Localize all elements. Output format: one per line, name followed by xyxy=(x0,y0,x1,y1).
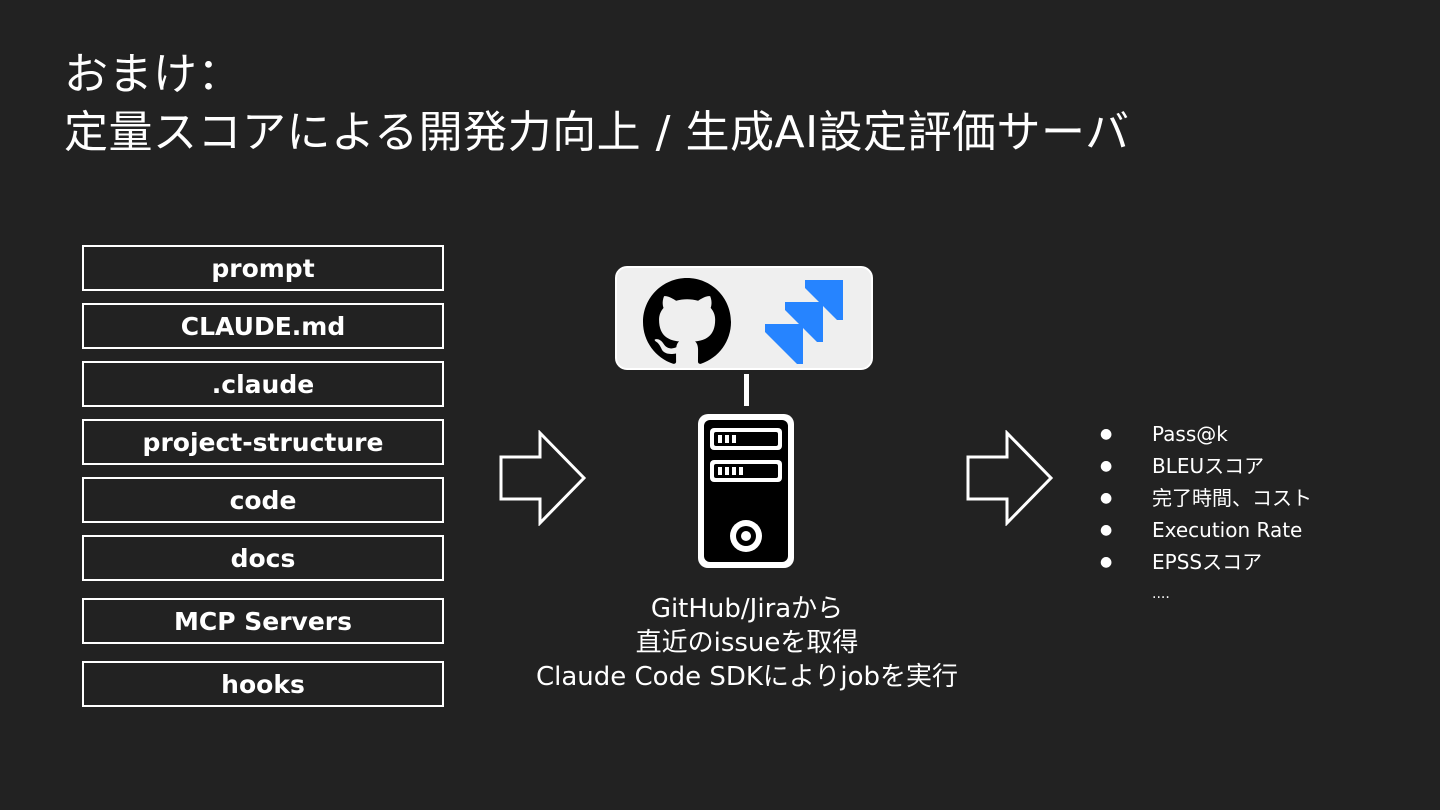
bullet-icon: ● xyxy=(1100,426,1113,442)
metric-label: BLEUスコア xyxy=(1152,454,1265,478)
metric-label: Pass@k xyxy=(1152,422,1228,446)
tools-panel xyxy=(615,266,873,370)
slide-title: おまけ： 定量スコアによる開発力向上 / 生成AI設定評価サーバ xyxy=(64,46,1130,162)
metric-label: EPSSスコア xyxy=(1152,550,1263,574)
server-caption: GitHub/Jiraから 直近のissueを取得 Claude Code SD… xyxy=(482,592,1012,694)
slide-title-line-2: 定量スコアによる開発力向上 / 生成AI設定評価サーバ xyxy=(64,107,1130,158)
metrics-list: ● Pass@k ● BLEUスコア ● 完了時間、コスト ● Executio… xyxy=(1100,418,1312,610)
jira-icon xyxy=(765,280,843,364)
arrow-right-icon xyxy=(966,430,1054,526)
caption-line-2: 直近のissueを取得 xyxy=(635,628,859,658)
stack-item-dot-claude: .claude xyxy=(82,361,444,407)
bullet-icon: ● xyxy=(1100,458,1113,474)
list-item: ● EPSSスコア xyxy=(1100,546,1312,578)
bullet-icon: ● xyxy=(1100,522,1113,538)
stack-item-hooks: hooks xyxy=(82,661,444,707)
list-item: ● BLEUスコア xyxy=(1100,450,1312,482)
metric-label: 完了時間、コスト xyxy=(1152,486,1312,510)
stack-item-mcp-servers: MCP Servers xyxy=(82,598,444,644)
github-icon xyxy=(643,278,731,364)
list-item: ● Pass@k xyxy=(1100,418,1312,450)
caption-line-3: Claude Code SDKによりjobを実行 xyxy=(535,662,959,692)
list-item: ● Execution Rate xyxy=(1100,514,1312,546)
connector-line xyxy=(744,374,749,406)
metric-ellipsis: .... xyxy=(1152,586,1170,602)
bullet-icon: ● xyxy=(1100,554,1113,570)
stack-item-code: code xyxy=(82,477,444,523)
caption-line-1: GitHub/Jiraから xyxy=(650,594,844,624)
slide-title-line-1: おまけ： xyxy=(64,49,242,100)
metric-label: Execution Rate xyxy=(1152,518,1303,542)
list-item: ● .... xyxy=(1100,578,1312,610)
stack-item-project-structure: project-structure xyxy=(82,419,444,465)
arrow-right-icon xyxy=(499,430,587,526)
bullet-icon: ● xyxy=(1100,490,1113,506)
stack-item-prompt: prompt xyxy=(82,245,444,291)
stack-item-claude-md: CLAUDE.md xyxy=(82,303,444,349)
stack-item-docs: docs xyxy=(82,535,444,581)
list-item: ● 完了時間、コスト xyxy=(1100,482,1312,514)
server-icon xyxy=(698,414,794,568)
